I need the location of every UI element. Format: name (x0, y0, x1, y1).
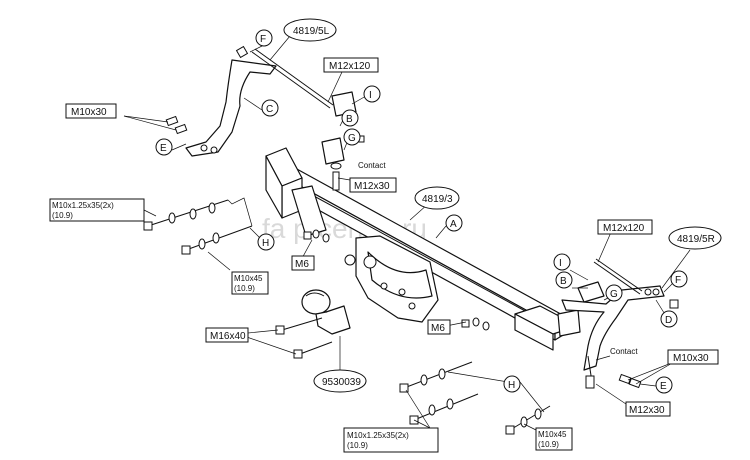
label-m10x45-right: M10x45 (10.9) (535, 427, 573, 451)
ball-bolts (275, 317, 333, 359)
part-number-right-bracket: 4819/5R (668, 226, 722, 250)
svg-text:F: F (260, 34, 266, 45)
label-m10x125-right: M10x1.25x35(2x) (10.9) (343, 427, 439, 453)
left-m6-bolt (303, 229, 330, 243)
letter-g-right: G (605, 284, 623, 302)
svg-text:B: B (346, 114, 353, 125)
svg-text:9530039: 9530039 (322, 377, 361, 388)
label-m6-right: M6 (427, 319, 451, 335)
tow-ball (301, 289, 351, 335)
right-long-bolt (585, 258, 679, 389)
leader-lines (123, 35, 691, 431)
svg-text:F: F (675, 275, 681, 286)
svg-text:M10x45: M10x45 (538, 430, 567, 439)
part-number-left-bracket: 4819/5L (283, 18, 337, 42)
svg-text:M12x30: M12x30 (354, 181, 390, 192)
svg-text:M10x1.25x35(2x): M10x1.25x35(2x) (347, 431, 409, 440)
svg-text:H: H (508, 380, 515, 391)
svg-text:(10.9): (10.9) (347, 441, 368, 450)
svg-text:G: G (610, 289, 618, 300)
svg-text:D: D (665, 315, 672, 326)
label-m16x40: M16x40 (205, 327, 249, 343)
letter-e-left: E (155, 138, 173, 156)
left-lower-bolts (143, 197, 253, 255)
svg-text:M6: M6 (431, 323, 445, 334)
label-m10x125-left: M10x1.25x35(2x) (10.9) (49, 198, 145, 222)
left-beam-end (265, 147, 327, 237)
svg-text:M6: M6 (295, 259, 309, 270)
svg-text:M12x120: M12x120 (329, 61, 371, 72)
letter-h-right: H (503, 375, 521, 393)
svg-text:G: G (348, 133, 356, 144)
right-side-bracket (561, 281, 665, 371)
part-number-ball: 9530039 (313, 369, 367, 393)
letter-a: A (445, 214, 463, 232)
svg-text:E: E (160, 143, 167, 154)
letter-i-right: I (553, 253, 571, 271)
note-contact-right: Contact (610, 347, 638, 356)
letter-b-right: B (555, 271, 573, 289)
letter-e-right: E (655, 376, 673, 394)
svg-text:M12x30: M12x30 (629, 405, 665, 416)
label-m10x30-left: M10x30 (65, 103, 117, 119)
svg-text:M10x30: M10x30 (71, 107, 107, 118)
svg-text:4819/5R: 4819/5R (677, 234, 715, 245)
note-contact-left: Contact (358, 161, 386, 170)
svg-text:(10.9): (10.9) (52, 211, 73, 220)
svg-text:C: C (266, 104, 273, 115)
letter-g-left: G (343, 128, 361, 146)
svg-text:M10x1.25x35(2x): M10x1.25x35(2x) (52, 201, 114, 210)
ball-mount-plate (344, 235, 439, 323)
letter-f-right: F (670, 270, 688, 288)
svg-text:I: I (369, 90, 372, 101)
svg-text:I: I (559, 258, 562, 269)
svg-text:M10x45: M10x45 (234, 274, 263, 283)
svg-text:H: H (262, 238, 269, 249)
svg-text:M10x30: M10x30 (673, 353, 709, 364)
label-m12x120-left: M12x120 (323, 57, 379, 73)
part-number-cross-beam: 4819/3 (414, 186, 460, 210)
label-m10x45-left: M10x45 (10.9) (231, 271, 269, 295)
label-m6-left: M6 (291, 255, 315, 271)
letter-d: D (660, 310, 678, 328)
letter-b-left: B (341, 109, 359, 127)
label-m12x30-left: M12x30 (349, 177, 397, 193)
svg-text:B: B (560, 276, 567, 287)
letter-i-left: I (363, 85, 381, 103)
right-beam-end (514, 305, 581, 351)
letter-f-left: F (255, 29, 273, 47)
svg-text:M16x40: M16x40 (210, 331, 246, 342)
letter-c: C (261, 99, 279, 117)
label-m12x120-right: M12x120 (597, 219, 653, 235)
svg-text:M12x120: M12x120 (603, 223, 645, 234)
right-m6-bolt (461, 317, 490, 331)
svg-text:4819/5L: 4819/5L (293, 26, 330, 37)
right-lower-bolts (399, 361, 551, 435)
label-m10x30-right: M10x30 (667, 349, 719, 365)
letter-h-left: H (257, 233, 275, 251)
left-long-bolt (251, 48, 334, 109)
svg-text:(10.9): (10.9) (234, 284, 255, 293)
svg-text:E: E (660, 381, 667, 392)
svg-text:4819/3: 4819/3 (422, 194, 453, 205)
label-m12x30-right: M12x30 (625, 401, 671, 417)
svg-text:(10.9): (10.9) (538, 440, 559, 449)
svg-text:A: A (450, 219, 457, 230)
